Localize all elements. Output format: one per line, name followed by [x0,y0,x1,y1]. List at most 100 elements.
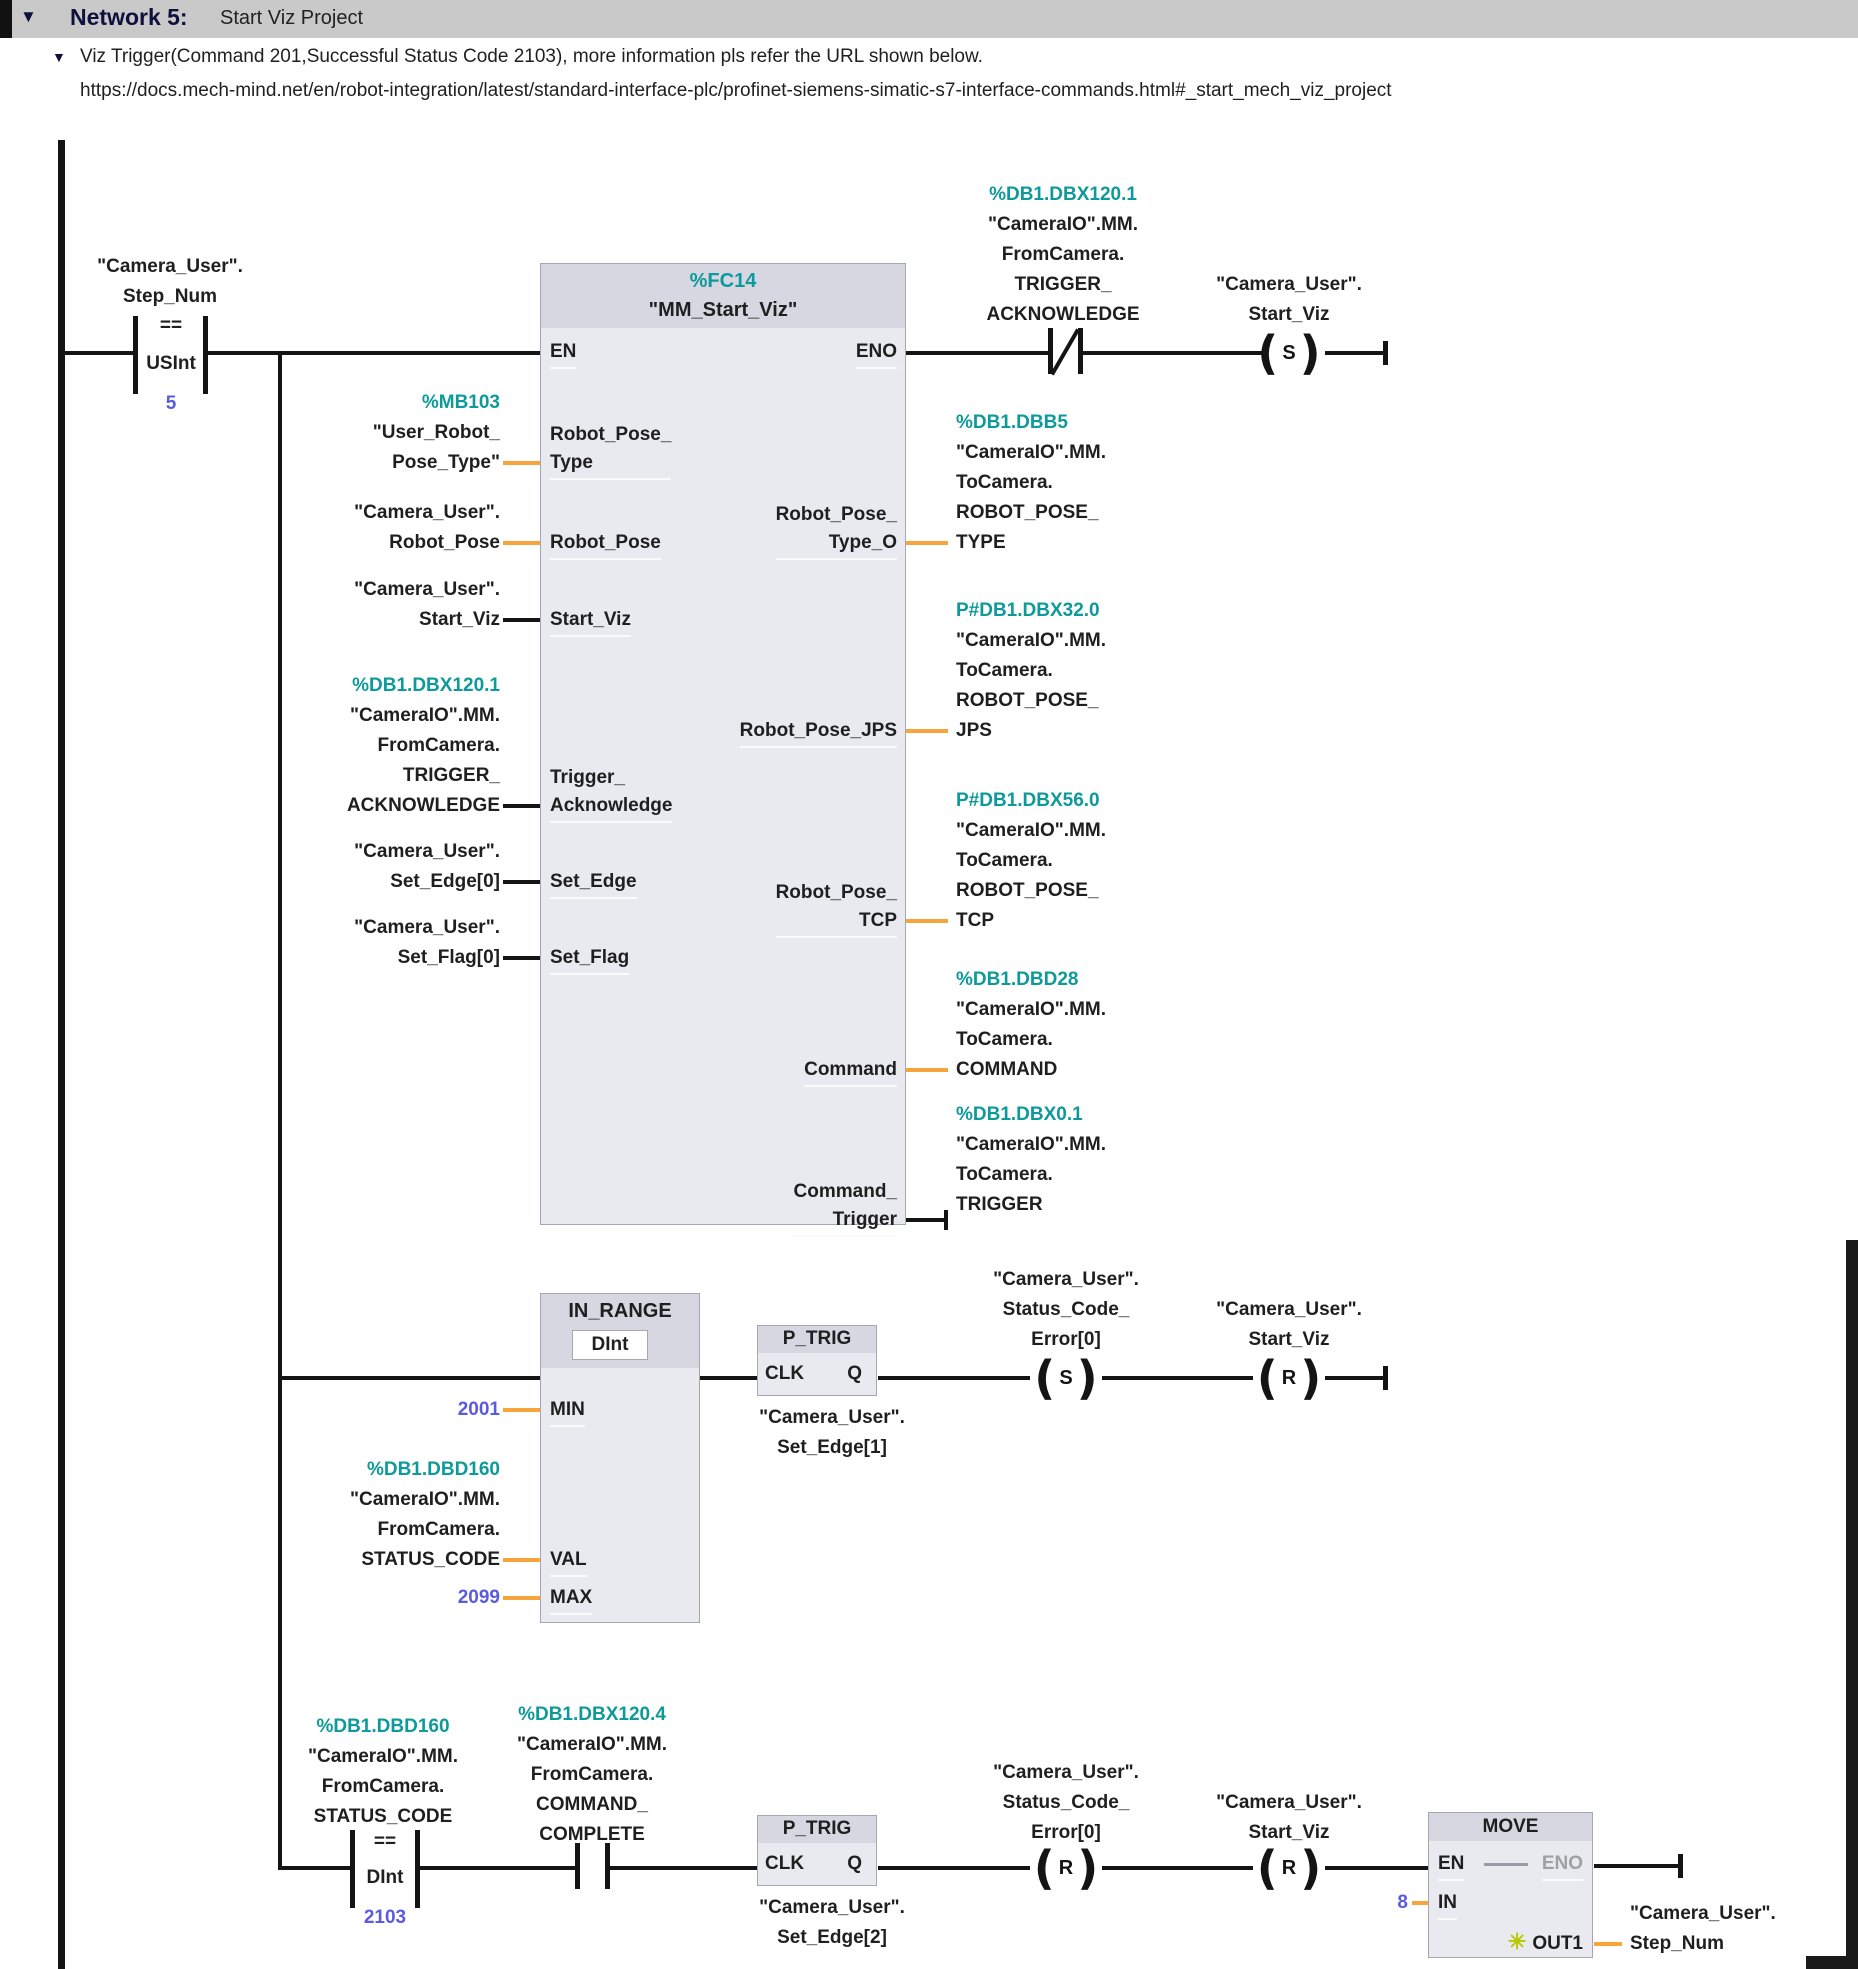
operand-min-value[interactable]: 2001 [457,1399,500,1420]
vertical-scrollbar[interactable] [1846,1240,1858,1969]
pin-in[interactable]: IN [1438,1889,1457,1920]
bool-connector [503,880,540,884]
fb-mm-start-viz[interactable]: %FC14 "MM_Start_Viz" [540,263,906,1225]
wire [280,1866,350,1870]
bool-connector [503,804,540,808]
p-trig-block[interactable]: P_TRIG [757,1815,877,1886]
pin-val[interactable]: VAL [550,1546,587,1577]
nc-contact-slash [1050,328,1080,376]
operand-max-value[interactable]: 2099 [457,1587,500,1608]
set-coil[interactable]: (S) [1257,326,1321,380]
set-coil[interactable]: (S) [1034,1351,1098,1405]
pin-robot-pose-type-o[interactable]: Robot_Pose_ Type_O [775,501,897,560]
operand-status-code[interactable]: %DB1.DBD160 "CameraIO".MM. FromCamera. S… [350,1459,500,1570]
reset-coil[interactable]: (R) [1256,1351,1322,1405]
network-selection-marker [0,0,12,38]
pin-clk[interactable]: CLK [765,1853,805,1874]
operand-set-flag-0[interactable]: "Camera_User". Set_Flag[0] [354,917,500,968]
operand-start-viz[interactable]: "Camera_User". Start_Viz [354,579,500,630]
operand-robot-pose-type-out[interactable]: %DB1.DBB5 "CameraIO".MM. ToCamera. ROBOT… [956,412,1106,553]
operand-robot-pose-tcp-out[interactable]: P#DB1.DBX56.0 "CameraIO".MM. ToCamera. R… [956,790,1106,931]
operand-command-out[interactable]: %DB1.DBD28 "CameraIO".MM. ToCamera. COMM… [956,969,1106,1080]
network-title-bar[interactable] [0,0,1858,38]
pin-robot-pose-tcp[interactable]: Robot_Pose_ TCP [775,879,897,938]
in-range-title[interactable]: IN_RANGE [568,1300,672,1322]
pin-set-flag[interactable]: Set_Flag [550,944,630,975]
compare-contact[interactable] [133,316,138,394]
horizontal-scrollbar[interactable] [1806,1956,1858,1969]
compare-operator: == [373,1831,397,1852]
compare-type[interactable]: DInt [366,1867,404,1888]
pin-q[interactable]: Q [847,1853,862,1874]
compare-value[interactable]: 2103 [363,1907,407,1928]
fb-address[interactable]: %FC14 [689,270,757,292]
pin-clk[interactable]: CLK [765,1363,805,1384]
pin-robot-pose[interactable]: Robot_Pose [550,529,661,560]
operand-set-edge-1[interactable]: "Camera_User". Set_Edge[1] [759,1407,905,1458]
p-trig-block[interactable]: P_TRIG [757,1325,877,1396]
value-connector [503,1558,540,1562]
operand-status-code-cmp[interactable]: %DB1.DBD160 "CameraIO".MM. FromCamera. S… [308,1716,458,1827]
move-title: MOVE [1429,1813,1592,1841]
reset-coil[interactable]: (R) [1256,1841,1322,1895]
compare-contact[interactable] [415,1830,420,1908]
value-connector [503,1408,540,1412]
move-block[interactable]: MOVE [1428,1812,1593,1958]
operand-start-viz-reset2[interactable]: "Camera_User". Start_Viz [1216,1792,1362,1843]
operand-robot-pose[interactable]: "Camera_User". Robot_Pose [354,502,500,553]
pin-en[interactable]: EN [550,338,577,369]
reset-coil[interactable]: (R) [1033,1841,1099,1895]
operand-set-edge-2[interactable]: "Camera_User". Set_Edge[2] [759,1897,905,1948]
pin-en[interactable]: EN [1438,1850,1465,1881]
network-comment-url[interactable]: https://docs.mech-mind.net/en/robot-inte… [80,80,1392,101]
pin-robot-pose-type[interactable]: Robot_Pose_ Type [550,421,672,480]
pin-eno[interactable]: ENO [1541,1850,1583,1881]
pin-eno[interactable]: ENO [855,338,897,369]
pin-command-trigger[interactable]: Command_ Trigger [793,1178,897,1237]
operand-trigger-out[interactable]: %DB1.DBX0.1 "CameraIO".MM. ToCamera. TRI… [956,1104,1106,1215]
operand-start-viz-set[interactable]: "Camera_User". Start_Viz [1216,274,1362,325]
pin-start-viz[interactable]: Start_Viz [550,606,631,637]
compare-type[interactable]: USInt [146,353,196,374]
nc-contact[interactable] [1078,328,1083,374]
network-subtitle[interactable]: Start Viz Project [220,7,364,29]
no-contact[interactable] [605,1843,610,1889]
operand-step-num-out[interactable]: "Camera_User". Step_Num [1630,1903,1776,1954]
pin-set-edge[interactable]: Set_Edge [550,868,637,899]
wire [1325,351,1385,355]
operand-in-value[interactable]: 8 [1397,1892,1408,1913]
pin-trigger-acknowledge[interactable]: Trigger_ Acknowledge [550,764,673,823]
bool-connector [503,618,540,622]
operand-set-edge-0[interactable]: "Camera_User". Set_Edge[0] [354,841,500,892]
operand-command-complete[interactable]: %DB1.DBX120.4 "CameraIO".MM. FromCamera.… [517,1704,667,1845]
wire [420,1866,575,1870]
en-eno-dash [1484,1863,1528,1866]
network-comment-line1[interactable]: Viz Trigger(Command 201,Successful Statu… [80,46,983,67]
pin-q[interactable]: Q [847,1363,862,1384]
pin-out1[interactable]: ✳OUT1 [1507,1929,1583,1954]
pin-min[interactable]: MIN [550,1396,585,1427]
comment-collapse-icon[interactable]: ▼ [52,49,66,65]
network-collapse-icon[interactable]: ▼ [20,7,37,26]
operand-trigger-acknowledge-nc[interactable]: %DB1.DBX120.1 "CameraIO".MM. FromCamera.… [986,184,1140,325]
in-range-type[interactable]: DInt [572,1330,648,1360]
operand-robot-pose-jps-out[interactable]: P#DB1.DBX32.0 "CameraIO".MM. ToCamera. R… [956,600,1106,741]
compare-contact[interactable] [350,1830,355,1908]
compare-value[interactable]: 5 [165,393,177,414]
pin-command[interactable]: Command [804,1056,897,1087]
operand-start-viz-reset[interactable]: "Camera_User". Start_Viz [1216,1299,1362,1350]
operand-status-code-error-reset[interactable]: "Camera_User". Status_Code_ Error[0] [993,1762,1139,1843]
operand-step-num[interactable]: "Camera_User". Step_Num [97,256,243,307]
wire [1102,1376,1253,1380]
operand-user-robot-pose-type[interactable]: %MB103 "User_Robot_ Pose_Type" [372,392,500,473]
no-contact[interactable] [575,1843,580,1889]
compare-contact[interactable] [203,316,208,394]
fb-name[interactable]: "MM_Start_Viz" [648,299,798,321]
operand-status-code-error-set[interactable]: "Camera_User". Status_Code_ Error[0] [993,1269,1139,1350]
operand-trigger-acknowledge[interactable]: %DB1.DBX120.1 "CameraIO".MM. FromCamera.… [346,675,500,816]
pin-robot-pose-jps[interactable]: Robot_Pose_JPS [739,717,897,748]
pin-max[interactable]: MAX [550,1584,593,1615]
nc-contact[interactable] [1048,328,1053,374]
wire [878,1376,1030,1380]
